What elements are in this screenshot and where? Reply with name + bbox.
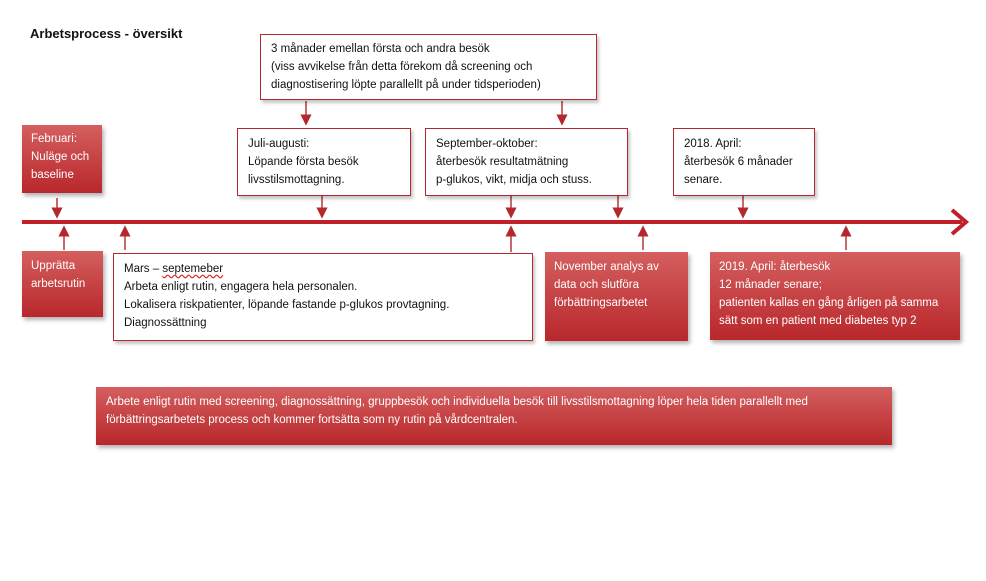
box-mars-september: Mars – septemeber Arbeta enligt rutin, e… (113, 253, 533, 341)
box-april-2018-line: senare. (684, 174, 723, 186)
box-april-2019: 2019. April: återbesök 12 månader senare… (710, 252, 960, 340)
box-april-2019-line: 12 månader senare; (719, 279, 822, 291)
box-mars-line: Arbeta enligt rutin, engagera hela perso… (124, 281, 358, 293)
box-november: November analys av data och slutföra för… (545, 252, 688, 341)
box-februari-line: Februari: (31, 133, 78, 145)
box-juli-line: livsstilsmottagning. (248, 174, 345, 186)
mars-misspelled-word: septemeber (162, 263, 224, 275)
box-november-line: November analys av (554, 261, 659, 273)
box-februari-line: baseline (31, 169, 74, 181)
box-upprätta: Upprätta arbetsrutin (22, 251, 103, 317)
box-mars-line: Mars – septemeber (124, 260, 522, 278)
box-april-2018-line: återbesök 6 månader (684, 156, 793, 168)
box-april-2019-line: 2019. April: återbesök (719, 261, 831, 273)
box-bottom-line: Arbete enligt rutin med screening, diagn… (106, 396, 808, 408)
box-april-2018-line: 2018. April: (684, 138, 742, 150)
box-bottom-summary: Arbete enligt rutin med screening, diagn… (96, 387, 892, 445)
box-juli-augusti: Juli-augusti: Löpande första besök livss… (237, 128, 411, 196)
box-sept-line: p-glukos, vikt, midja och stuss. (436, 174, 592, 186)
box-sept-line: återbesök resultatmätning (436, 156, 569, 168)
box-bottom-line: förbättringsarbetets process och kommer … (106, 414, 518, 426)
box-april-2019-line: patienten kallas en gång årligen på samm… (719, 297, 939, 309)
box-juli-line: Löpande första besök (248, 156, 359, 168)
box-upprätta-line: Upprätta (31, 260, 76, 272)
timeline-arrowhead (950, 208, 970, 236)
box-november-line: förbättringsarbetet (554, 297, 648, 309)
box-tre-manader: 3 månader emellan första och andra besök… (260, 34, 597, 100)
box-juli-line: Juli-augusti: (248, 138, 310, 150)
box-mars-line: Lokalisera riskpatienter, löpande fastan… (124, 299, 450, 311)
box-tre-manader-line: diagnostisering löpte parallellt på unde… (271, 79, 541, 91)
box-tre-manader-line: (viss avvikelse från detta förekom då sc… (271, 61, 533, 73)
box-sept-line: September-oktober: (436, 138, 538, 150)
box-upprätta-line: arbetsrutin (31, 278, 86, 290)
box-april-2018: 2018. April: återbesök 6 månader senare. (673, 128, 815, 196)
page-title: Arbetsprocess - översikt (30, 26, 183, 41)
box-april-2019-line: sätt som en patient med diabetes typ 2 (719, 315, 917, 327)
box-februari: Februari: Nuläge och baseline (22, 125, 102, 193)
box-tre-manader-line: 3 månader emellan första och andra besök (271, 43, 490, 55)
box-november-line: data och slutföra (554, 279, 640, 291)
box-februari-line: Nuläge och (31, 151, 90, 163)
box-mars-line: Diagnossättning (124, 317, 207, 329)
box-september-oktober: September-oktober: återbesök resultatmät… (425, 128, 628, 196)
mars-prefix: Mars – (124, 263, 163, 275)
